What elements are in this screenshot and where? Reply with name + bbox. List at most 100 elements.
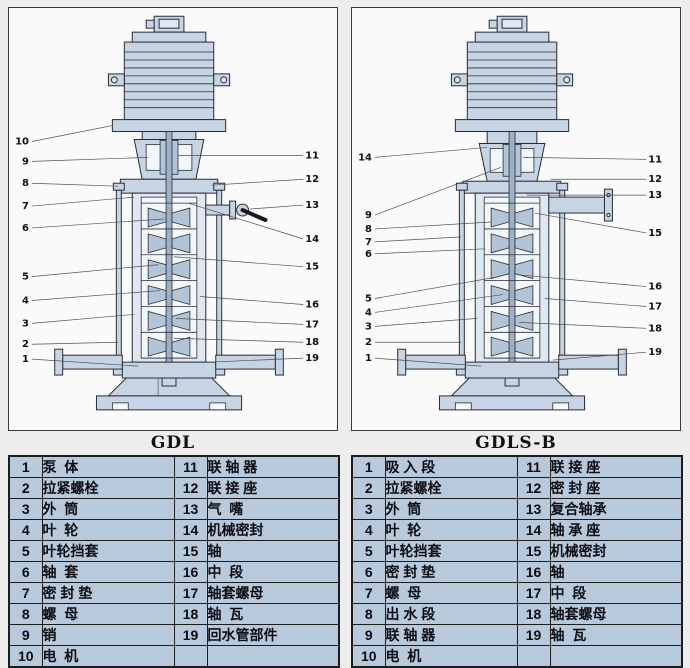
impeller-stack [141,202,197,359]
callout-number: 4 [22,295,29,306]
shaft [508,131,516,383]
motor [107,15,231,133]
callout-number: 10 [15,136,29,147]
callout-number: 3 [365,321,372,332]
panel-gdlsb: 14 9 8 7 6 5 4 3 2 1 11 12 13 15 [351,7,683,668]
part-no-cell: 1 [8,455,43,478]
callout-number: 19 [648,347,662,358]
part-no-cell: 12 [173,477,208,499]
callout-number: 1 [365,353,372,364]
gdl-pump-drawing: 10 9 8 7 6 5 4 3 2 1 11 12 13 14 [15,15,319,411]
part-no-cell: 11 [516,455,551,478]
part-name-cell: 外 筒 [384,498,518,520]
callout-number: 16 [648,282,662,293]
callouts-left: 10 9 8 7 6 5 4 3 2 1 [15,125,165,367]
callout-number: 2 [365,337,372,348]
part-name-cell: 密 封 垫 [384,561,518,583]
callout-number: 19 [305,353,319,364]
part-no-cell: 19 [516,624,551,646]
part-name-cell: 密 封 垫 [41,582,175,604]
part-no-cell: 11 [173,455,208,478]
part-name-cell: 吸 入 段 [384,455,518,478]
part-no-cell: 9 [8,624,43,646]
part-name-cell: 拉紧螺栓 [384,477,518,499]
part-no-cell: 13 [173,498,208,520]
part-name-cell: 联 轴 器 [384,624,518,646]
callout-number: 9 [22,156,29,167]
part-name-cell: 出 水 段 [384,603,518,625]
part-name-cell: 轴 [206,540,340,562]
part-no-cell: 2 [8,477,43,499]
part-no-cell [173,645,208,668]
part-name-cell: 轴 套 [41,561,175,583]
callout-number: 5 [365,293,372,304]
callout-number: 15 [305,262,319,273]
part-name-cell: 拉紧螺栓 [41,477,175,499]
part-no-cell: 1 [351,455,386,478]
callout-number: 2 [22,339,29,350]
part-no-cell: 13 [516,498,551,520]
part-no-cell: 18 [173,603,208,625]
callout-number: 7 [22,201,29,212]
callouts-right: 11 12 13 15 16 17 18 19 [516,154,662,361]
part-name-cell: 电 机 [384,645,518,668]
part-no-cell: 2 [351,477,386,499]
part-no-cell: 7 [351,582,386,604]
callout-number: 12 [648,174,662,185]
callout-number: 16 [305,299,319,310]
part-no-cell [516,645,551,668]
callout-number: 11 [305,150,319,161]
callout-number: 6 [22,223,29,234]
pump-base [54,348,284,411]
part-name-cell [206,645,340,668]
callout-number: 8 [365,224,372,235]
part-name-cell: 叶轮挡套 [41,540,175,562]
part-no-cell: 16 [173,561,208,583]
part-no-cell: 14 [516,519,551,541]
discharge-pipe [548,188,613,222]
part-name-cell: 螺 母 [41,603,175,625]
gdl-diagram: 10 9 8 7 6 5 4 3 2 1 11 12 13 14 [8,7,338,431]
part-name-cell: 轴 瓦 [549,624,683,646]
part-name-cell: 复合轴承 [549,498,683,520]
callout-number: 18 [648,323,662,334]
callout-number: 5 [22,272,29,283]
part-no-cell: 5 [8,540,43,562]
part-no-cell: 19 [173,624,208,646]
callout-number: 4 [365,307,372,318]
part-name-cell: 轴套螺母 [206,582,340,604]
part-name-cell: 联 轴 器 [206,455,340,478]
part-name-cell: 螺 母 [384,582,518,604]
air-valve [205,200,268,222]
part-no-cell: 7 [8,582,43,604]
part-name-cell: 叶 轮 [384,519,518,541]
part-no-cell: 10 [351,645,386,668]
part-name-cell: 机械密封 [549,540,683,562]
part-no-cell: 9 [351,624,386,646]
callout-number: 17 [305,319,319,330]
part-name-cell: 机械密封 [206,519,340,541]
part-no-cell: 15 [516,540,551,562]
callout-number: 3 [22,318,29,329]
part-no-cell: 15 [173,540,208,562]
part-name-cell: 外 筒 [41,498,175,520]
callout-number: 17 [648,301,662,312]
